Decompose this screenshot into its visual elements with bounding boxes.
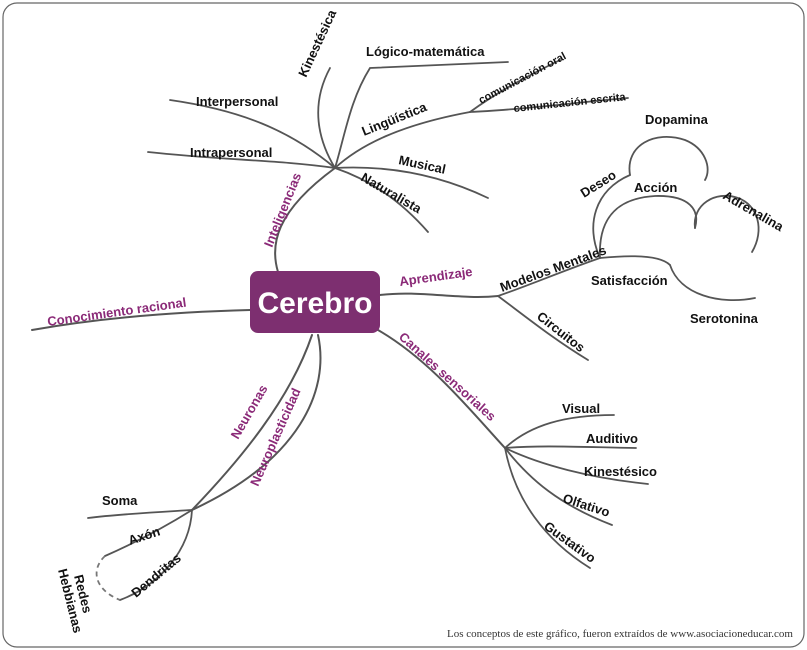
label-interpersonal: Interpersonal (196, 94, 278, 109)
arc-adrenalina (694, 195, 760, 253)
branch-musical (334, 166, 489, 199)
branch-kinestesica (317, 67, 336, 169)
label-olfativo: Olfativo (561, 491, 612, 520)
branch-intrapersonal (147, 151, 336, 169)
label-serotonina: Serotonina (690, 311, 759, 326)
branch-modelos (497, 257, 601, 297)
branch-conocimiento (31, 309, 251, 331)
label-soma: Soma (102, 493, 138, 508)
label-canales: Canales sensoriales (396, 329, 499, 424)
arc-deseo (592, 174, 631, 259)
center-node (250, 271, 380, 333)
branch-linguistica (334, 111, 471, 169)
label-auditivo: Auditivo (586, 431, 638, 446)
label-inteligencias: Inteligencias (261, 170, 304, 249)
arc-accion (599, 195, 697, 259)
label-musical: Musical (397, 152, 447, 177)
label-conocimiento: Conocimiento racional (46, 295, 187, 329)
branch-visual (504, 414, 615, 449)
footer-credit: Los conceptos de este gráfico, fueron ex… (447, 628, 793, 640)
label-deseo: Deseo (578, 167, 619, 200)
branch-kinestesico (504, 447, 649, 485)
label-accion: Acción (634, 180, 677, 195)
label-satisfaccion: Satisfacción (591, 273, 668, 288)
branch-com-oral (469, 59, 561, 113)
branch-aprendizaje (379, 292, 499, 298)
branch-soma (87, 509, 193, 519)
label-axon: Axón (126, 524, 162, 548)
center-label: Cerebro (257, 287, 372, 320)
dashed-redes (95, 555, 121, 601)
branch-gustativo (504, 447, 591, 569)
arc-serotonina (669, 264, 756, 302)
label-visual: Visual (562, 401, 600, 416)
label-kinestesica: Kinestésica (295, 7, 339, 80)
label-aprendizaje: Aprendizaje (398, 264, 473, 289)
label-gustativo: Gustativo (541, 518, 598, 565)
label-logico: Lógico-matemática (366, 44, 485, 59)
label-dendritas: Dendritas (128, 550, 184, 600)
branch-logico (334, 61, 509, 169)
branch-naturalista (334, 167, 429, 233)
branch-auditivo (504, 445, 637, 449)
branch-interpersonal (169, 99, 336, 169)
branch-inteligencias (274, 167, 336, 273)
branch-neuronas (191, 334, 313, 511)
arc-dopamina (628, 136, 709, 181)
label-intrapersonal: Intrapersonal (190, 145, 272, 160)
branch-axon (104, 509, 193, 557)
branch-com-escrita (469, 97, 629, 113)
branch-neuroplasticidad (191, 334, 322, 511)
label-kinestesico: Kinestésico (584, 464, 657, 479)
label-circuitos: Circuitos (534, 309, 588, 356)
branch-canales (377, 329, 506, 449)
label-naturalista: Naturalista (359, 170, 425, 217)
label-adrenalina: Adrenalina (721, 188, 787, 235)
branch-circuitos (497, 295, 589, 361)
branch-dendritas (119, 509, 193, 601)
label-com-escrita: comunicación escrita (513, 91, 627, 115)
label-neuronas: Neuronas (228, 382, 271, 441)
arc-satisfaccion (599, 255, 671, 266)
label-dopamina: Dopamina (645, 112, 709, 127)
branch-olfativo (504, 447, 613, 526)
